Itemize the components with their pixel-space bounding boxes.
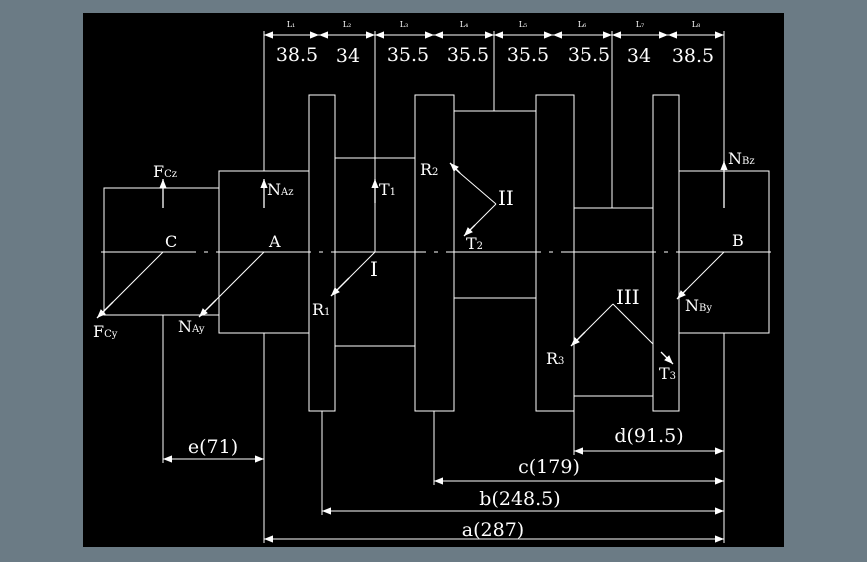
- bottom-extension-lines: [162, 315, 725, 543]
- dimension-lines: [163, 447, 724, 543]
- r1-vector: [330, 277, 350, 297]
- shaft-diagram: L₁ L₂ L₃ L₄ L₅ L₆ L₇ L₈ 38.5 34 35.5 35.…: [93, 20, 775, 543]
- segment-label: L₁: [287, 20, 296, 29]
- segment-label: L₃: [400, 20, 409, 29]
- fcy-vector: [96, 301, 114, 319]
- force-label-t2: T2: [466, 234, 483, 253]
- r3-vector: [570, 331, 586, 347]
- segment-label: L₇: [636, 20, 645, 29]
- segment-labels: L₁ L₂ L₃ L₄ L₅ L₆ L₇ L₈: [287, 20, 701, 29]
- point-c-label: C: [165, 232, 177, 251]
- nay-vector: [198, 299, 217, 318]
- segment-label: L₆: [578, 20, 587, 29]
- top-extension-lines: [263, 31, 725, 252]
- r2-vector: [449, 162, 461, 174]
- gear-iii-label: III: [616, 285, 640, 309]
- dim-label-d: d(91.5): [614, 425, 683, 447]
- segment-value: 35.5: [568, 44, 610, 66]
- force-vectors: [96, 161, 728, 365]
- force-label-nbz: NBz: [728, 149, 755, 168]
- segment-label: L₈: [692, 20, 701, 29]
- dim-label-e: e(71): [188, 436, 238, 458]
- nby-vector: [676, 289, 687, 300]
- force-label-fcz: FCz: [153, 162, 177, 181]
- t3-vector: [660, 351, 674, 365]
- segment-value: 34: [627, 45, 651, 67]
- segment-label: L₅: [519, 20, 528, 29]
- segment-label: L₂: [343, 20, 352, 29]
- drawing-frame: L₁ L₂ L₃ L₄ L₅ L₆ L₇ L₈ 38.5 34 35.5 35.…: [83, 13, 784, 547]
- dim-label-c: c(179): [518, 456, 580, 478]
- segment-value: 35.5: [387, 44, 429, 66]
- segment-value: 34: [336, 45, 360, 67]
- point-b-label: B: [732, 231, 744, 250]
- force-construction-lines: [98, 167, 725, 345]
- force-label-r3: R3: [546, 349, 564, 368]
- force-label-fcy: FCy: [93, 322, 118, 341]
- force-label-r1: R1: [312, 300, 330, 319]
- dim-label-a: a(287): [462, 519, 524, 541]
- force-label-nay: NAy: [178, 317, 205, 336]
- segment-value: 35.5: [507, 44, 549, 66]
- force-label-naz: NAz: [267, 180, 294, 199]
- dim-label-b: b(248.5): [479, 488, 560, 510]
- segment-value: 38.5: [672, 45, 714, 67]
- segment-value: 38.5: [276, 44, 318, 66]
- t2-vector: [463, 224, 476, 237]
- segment-value: 35.5: [447, 44, 489, 66]
- point-a-label: A: [268, 232, 281, 251]
- force-label-t3: T3: [659, 364, 676, 383]
- gear-i-label: I: [370, 257, 378, 281]
- force-label-t1: T1: [379, 180, 396, 199]
- segment-values: 38.5 34 35.5 35.5 35.5 35.5 34 38.5: [276, 44, 714, 67]
- force-label-r2: R2: [420, 160, 438, 179]
- segment-label: L₄: [460, 20, 469, 29]
- force-label-nby: NBy: [685, 296, 712, 315]
- gear-ii-label: II: [498, 186, 514, 210]
